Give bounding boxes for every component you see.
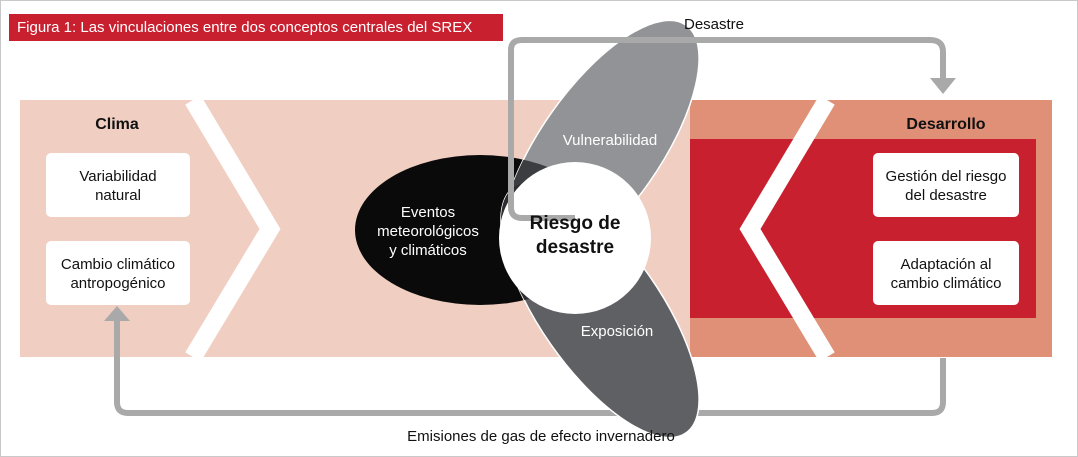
box-cambio-climatico xyxy=(46,241,190,305)
box-variabilidad xyxy=(46,153,190,217)
vulnerabilidad-label: Vulnerabilidad xyxy=(563,132,658,149)
desastre-label: Desastre xyxy=(684,16,744,33)
riesgo-circle xyxy=(499,162,651,314)
figure-title: Figura 1: Las vinculaciones entre dos co… xyxy=(9,14,503,41)
variabilidad-label: Variabilidad natural xyxy=(79,168,157,204)
eventos-label: Eventos meteorológicos y climáticos xyxy=(377,204,479,259)
exposicion-label: Exposición xyxy=(581,323,654,340)
clima-chevron xyxy=(185,95,281,362)
riesgo-label: Riesgo de desastre xyxy=(529,213,621,258)
emisiones-label: Emisiones de gas de efecto invernadero xyxy=(407,428,675,445)
emisiones-arrow-line xyxy=(114,320,946,416)
desastre-arrow-line xyxy=(508,37,946,221)
clima-heading: Clima xyxy=(95,116,139,133)
gestion-riesgo-label: Gestión del riesgo del desastre xyxy=(885,168,1007,204)
desarrollo-chevron xyxy=(739,95,835,362)
emisiones-arrowhead xyxy=(104,306,130,321)
adaptacion-label: Adaptación al cambio climático xyxy=(890,256,1002,292)
cambio-climatico-label: Cambio climático antropogénico xyxy=(60,256,176,292)
desarrollo-heading: Desarrollo xyxy=(906,116,985,133)
box-adaptacion xyxy=(873,241,1019,305)
desastre-arrowhead xyxy=(930,78,956,94)
box-gestion-riesgo xyxy=(873,153,1019,217)
